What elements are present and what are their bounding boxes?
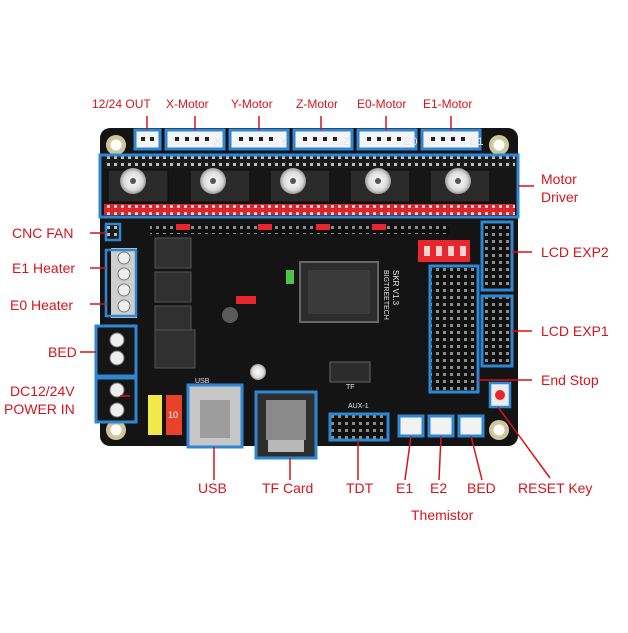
tf-silk: TF [346,384,355,391]
label-themistor: Themistor [411,507,474,523]
driver-caps [120,168,471,194]
top-connectors [133,128,482,151]
mounting-holes [106,135,509,440]
axis-silk: X Y Z E0 E1 [214,136,483,148]
bottom-connectors: USB TF AUX-1 [186,378,485,460]
end-stop-headers [428,264,480,394]
label-tf-card: TF Card [262,480,314,496]
label-e1-motor: E1-Motor [423,97,473,111]
label-cnc-fan: CNC FAN [12,225,74,241]
label-reset-key: RESET Key [518,480,593,496]
label-y-motor: Y-Motor [231,97,273,111]
thermistor-e1 [397,414,425,438]
left-terminals: 10 [94,222,196,435]
center-components: SKR V1.3 BIGTREETECH [150,224,450,383]
label-thermistor-e1: E1 [396,480,414,496]
label-lcd-exp1: LCD EXP1 [541,323,609,339]
label-e1-heater: E1 Heater [12,260,76,276]
label-tdt: TDT [346,480,374,496]
lcd-exp1-header [480,294,514,368]
model-silk: SKR V1.3 [391,270,400,306]
label-motor-driver-line1: Motor [541,171,577,187]
label-x-motor: X-Motor [166,97,209,111]
tdt-header [328,412,390,442]
thermistor-e2 [427,414,455,438]
right-connectors [418,220,514,409]
axis-e0-silk: E0 [404,136,417,148]
fuse-label: 10 [168,410,178,420]
label-power-line1: DC12/24V [10,383,75,399]
label-motor-driver-line2: Driver [541,189,579,205]
axis-z-silk: Z [343,136,350,148]
jumper-green [286,270,294,284]
label-12-24-out: 12/24 OUT [92,97,151,111]
jumper-red [236,296,256,304]
axis-x-silk: X [214,136,222,148]
label-end-stop: End Stop [541,372,599,388]
label-z-motor: Z-Motor [296,97,338,111]
lcd-exp2-header [480,220,514,292]
label-power-line2: POWER IN [4,401,75,417]
label-e0-heater: E0 Heater [10,297,74,313]
axis-e1-silk: E1 [470,136,483,148]
label-bed: BED [48,344,77,360]
fuse-red [166,395,182,435]
axis-y-silk: Y [280,136,288,148]
label-thermistor-bed: BED [467,480,496,496]
label-thermistor-e2: E2 [430,480,448,496]
label-usb: USB [198,480,227,496]
motor-driver-area [98,153,520,219]
leader-lines [80,116,551,481]
heater-mosfets [154,237,196,369]
usb-silk: USB [195,378,210,385]
label-e0-motor: E0-Motor [357,97,407,111]
fuse-yellow [148,395,162,435]
label-lcd-exp2: LCD EXP2 [541,244,609,260]
aux-silk: AUX-1 [348,403,369,410]
thermistor-bed [457,414,485,438]
brand-silk: BIGTREETECH [382,270,389,320]
